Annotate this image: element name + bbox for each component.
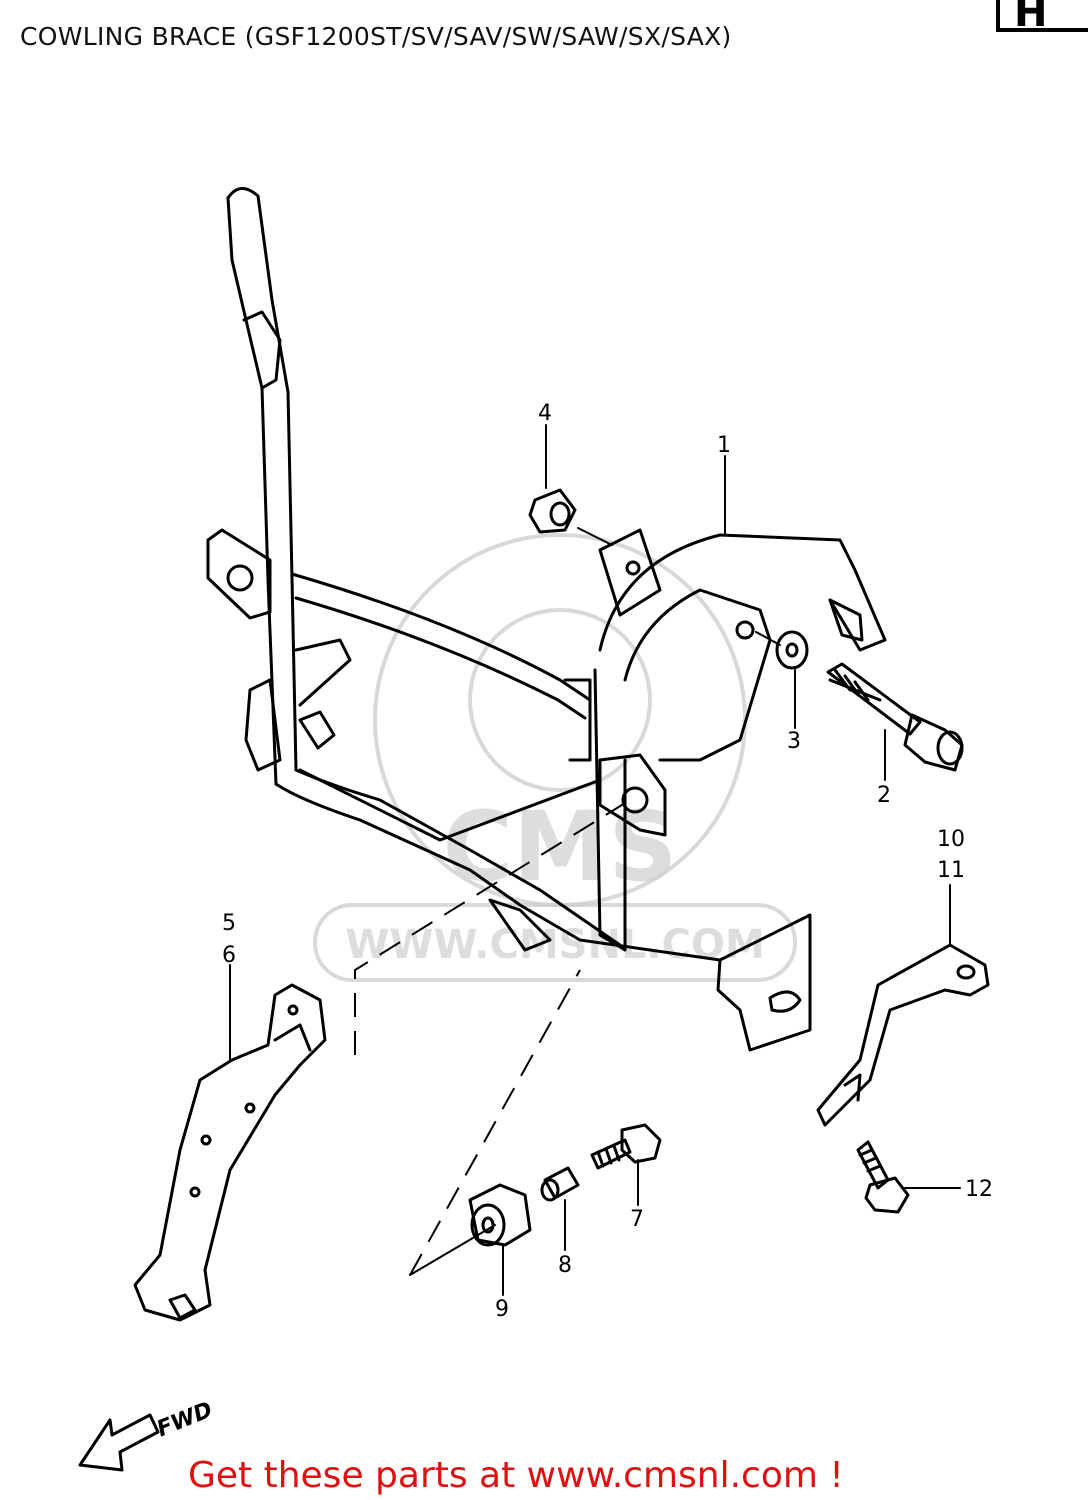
part-4-nut (528, 424, 577, 534)
footer-link[interactable]: Get these parts at www.cmsnl.com ! (188, 1455, 844, 1496)
bolt-head (903, 713, 964, 772)
frame-bracket-mid (294, 638, 352, 707)
bolt-thread (828, 668, 882, 702)
screw-thread (858, 1148, 882, 1173)
stay-fold (273, 1023, 312, 1052)
part-9-cushion (468, 1183, 532, 1296)
part-5-6-stay (133, 964, 327, 1322)
mount-leader-9 (409, 1224, 496, 1276)
side-bracket-hole (956, 964, 976, 980)
callout-9: 9 (495, 1297, 509, 1322)
watermark-inner-ring (468, 608, 652, 792)
stay-hole-lower (200, 1134, 212, 1146)
callout-4: 4 (538, 401, 552, 426)
stay-hole-mid (244, 1102, 256, 1114)
frame-rubber-mount-plate (598, 753, 667, 837)
frame-bolt-hole (735, 620, 755, 640)
frame-lower-tab (488, 898, 552, 952)
frame-lower-rail-outer (274, 782, 722, 962)
mount-centerline-lower (409, 969, 581, 1276)
washer-outer (775, 630, 809, 670)
watermark-brand: CMS (442, 791, 677, 903)
screw-head (864, 1176, 910, 1214)
callout-8: 8 (558, 1253, 572, 1278)
callout-labels: 1 2 3 4 5 6 7 8 9 10 11 12 (222, 401, 993, 1322)
part-3-washer (775, 630, 809, 729)
callout-1: 1 (717, 433, 731, 458)
frame-arc-end-tab (828, 598, 864, 642)
frame-upright-right (226, 187, 298, 772)
part-2-bolt (826, 662, 964, 781)
frame-mount-plate-upper (206, 528, 272, 620)
frame-clamp-upper (242, 310, 282, 390)
watermark-url: WWW.CMSNL.COM (345, 922, 765, 968)
cushion-hole (481, 1216, 495, 1234)
leader-lines (354, 527, 781, 1276)
leader-4-to-tab (577, 527, 613, 546)
bolt7-thread (596, 1144, 621, 1168)
frame-clamp-lower (244, 678, 282, 772)
frame-mount-hole-upper (226, 564, 254, 592)
leader-3-to-hole (755, 631, 781, 646)
nut-hole (549, 501, 571, 527)
frame-lower-cross (298, 768, 602, 842)
fwd-arrow-icon (78, 1413, 160, 1472)
frame-crossbar-upper-inner (294, 596, 587, 720)
stay-foot-tab (168, 1293, 197, 1320)
frame-slot (298, 710, 336, 750)
frame-upper-arc-bracket (598, 533, 887, 652)
cms-watermark: CMS WWW.CMSNL.COM (313, 533, 797, 982)
part-8-collar (540, 1166, 580, 1251)
collar-body (543, 1166, 580, 1200)
cowling-brace-frame (206, 187, 887, 1052)
frame-rubber-mount-hole (621, 786, 649, 814)
callout-5: 5 (222, 911, 236, 936)
mount-centerline-left (354, 799, 631, 1055)
frame-crossbar-upper (290, 572, 592, 702)
frame-end-plate (716, 913, 812, 1052)
callout-3: 3 (787, 729, 801, 754)
callout-10: 10 (937, 827, 965, 852)
stay-hole-top (287, 1004, 299, 1016)
callout-11: 11 (937, 858, 965, 883)
washer-hole (785, 642, 799, 658)
stay-body (133, 983, 327, 1322)
callout-7: 7 (630, 1207, 644, 1232)
frame-tab-upper (598, 528, 662, 617)
watermark-banner (313, 903, 797, 982)
part-10-11-bracket (816, 884, 990, 1127)
fwd-label: FWD (153, 1398, 216, 1443)
frame-upright-left (226, 196, 278, 786)
nut-body (528, 488, 577, 534)
bolt-head-face (936, 730, 964, 766)
frame-center-bracket (563, 678, 592, 762)
frame-headlight-mount (623, 588, 772, 762)
side-bracket (816, 943, 990, 1127)
page-tab: H (996, 0, 1088, 32)
bolt7-head (620, 1123, 662, 1164)
part-12-screw (856, 1140, 961, 1214)
side-bracket-slot (843, 1073, 862, 1102)
collar-end (540, 1178, 560, 1202)
frame-center-post (593, 668, 627, 952)
stay-hole-bottom (189, 1186, 201, 1198)
frame-tab-hole (625, 560, 641, 576)
frame-end-hole (768, 990, 802, 1013)
callout-2: 2 (877, 783, 891, 808)
bolt-shank (826, 662, 922, 736)
callout-6: 6 (222, 943, 236, 968)
part-7-bolt (590, 1123, 662, 1206)
callout-12: 12 (965, 1177, 993, 1202)
cushion-face (470, 1203, 506, 1247)
page-title: COWLING BRACE (GSF1200ST/SV/SAV/SW/SAW/S… (20, 22, 732, 51)
page-tab-label: H (1014, 0, 1048, 32)
